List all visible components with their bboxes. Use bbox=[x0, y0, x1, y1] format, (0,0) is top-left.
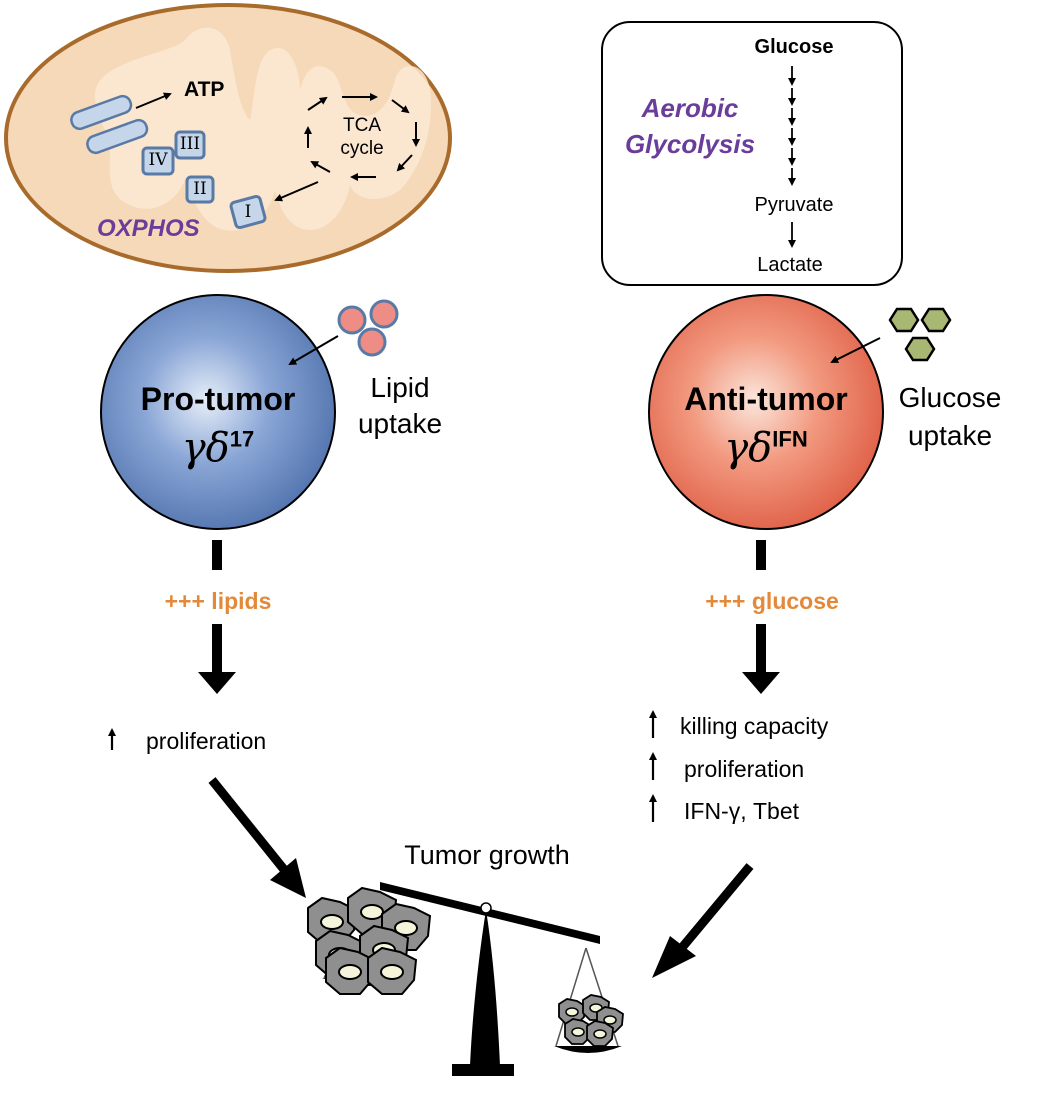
left-diagonal-arrow bbox=[208, 777, 290, 875]
complex-ii-label: II bbox=[193, 179, 207, 199]
left-diagonal-arrow-head bbox=[270, 858, 306, 898]
atp-label: ATP bbox=[184, 78, 225, 101]
right-connector-bar bbox=[756, 540, 766, 570]
glucose-hexagon-icon bbox=[888, 307, 952, 362]
aerobic-label: Aerobic bbox=[641, 93, 739, 123]
mitochondrion bbox=[4, 3, 452, 273]
complex-iv-label: IV bbox=[148, 150, 168, 170]
left-proliferation-label: proliferation bbox=[146, 728, 267, 754]
gamma-delta-symbol: γδ bbox=[181, 425, 230, 471]
left-arrow-shaft bbox=[212, 624, 222, 674]
glycolysis-label: Glycolysis bbox=[624, 129, 756, 159]
right-arrow-head bbox=[742, 672, 780, 694]
complex-iii-icon bbox=[174, 130, 206, 160]
glucose-uptake-line2: uptake bbox=[907, 420, 993, 451]
tca-cycle-arrows bbox=[274, 93, 420, 202]
complex-ii-icon bbox=[185, 175, 215, 204]
tumor-growth-label: Tumor growth bbox=[404, 840, 570, 870]
anti-tumor-cell bbox=[648, 294, 884, 530]
right-arrow-shaft bbox=[756, 624, 766, 674]
complex-iv-icon bbox=[141, 146, 175, 176]
tca-label-line2: cycle bbox=[340, 138, 384, 159]
pro-tumor-superscript: 17 bbox=[229, 426, 255, 452]
pro-tumor-cell bbox=[100, 294, 336, 530]
tca-label-line1: TCA bbox=[343, 115, 381, 136]
glucose-fuel-label: +++ glucose bbox=[705, 588, 839, 614]
glucose-uptake-line1: Glucose bbox=[898, 382, 1002, 413]
complex-i-icon bbox=[229, 194, 267, 230]
anti-tumor-superscript: IFN bbox=[772, 426, 808, 452]
lactate-label: Lactate bbox=[757, 254, 823, 276]
lipids-fuel-label: +++ lipids bbox=[164, 588, 272, 614]
lipid-droplet-icon bbox=[337, 299, 399, 357]
right-diagonal-arrow-head bbox=[652, 936, 696, 978]
pro-tumor-title: Pro-tumor bbox=[140, 381, 296, 417]
mitochondrion-cristae bbox=[95, 27, 431, 231]
left-connector-bar bbox=[212, 540, 222, 570]
right-diagonal-arrow bbox=[676, 863, 754, 953]
left-arrow-head bbox=[198, 672, 236, 694]
anti-tumor-symbol: γδIFN bbox=[724, 428, 807, 468]
glycolysis-box bbox=[601, 21, 903, 286]
complex-i-label: I bbox=[244, 202, 252, 222]
up-arrow-icons bbox=[108, 710, 657, 822]
glucose-label: Glucose bbox=[754, 36, 834, 58]
anti-tumor-title: Anti-tumor bbox=[684, 381, 848, 417]
glucose-uptake-arrow bbox=[830, 337, 881, 363]
pyruvate-label: Pyruvate bbox=[754, 194, 834, 216]
oxphos-label: OXPHOS bbox=[97, 215, 200, 242]
lipid-uptake-arrow bbox=[288, 335, 339, 366]
lipid-uptake-line2: uptake bbox=[357, 408, 443, 439]
pro-tumor-symbol: γδ17 bbox=[182, 428, 254, 468]
complex-iii-label: III bbox=[179, 134, 201, 154]
atp-arrow bbox=[135, 92, 172, 109]
gamma-delta-symbol: γδ bbox=[724, 425, 773, 471]
lipid-uptake-line1: Lipid bbox=[370, 372, 430, 403]
atp-synthase-icon bbox=[70, 94, 149, 155]
right-proliferation-label: proliferation bbox=[684, 756, 805, 782]
ifn-tbet-label: IFN-γ, Tbet bbox=[684, 798, 800, 824]
tumor-cell-cluster-small bbox=[558, 994, 624, 1047]
tumor-cell-cluster-large bbox=[307, 887, 431, 995]
killing-capacity-label: killing capacity bbox=[680, 713, 829, 739]
